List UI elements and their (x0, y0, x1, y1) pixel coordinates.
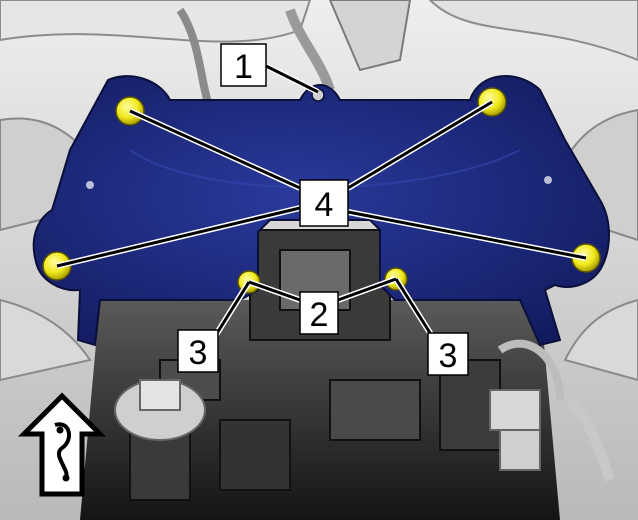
callout-2: 2 (299, 291, 339, 335)
callout-3-left-label: 3 (189, 334, 208, 372)
callout-3-right-label: 3 (439, 337, 458, 375)
callout-4: 4 (299, 179, 349, 227)
callout-1-label: 1 (234, 48, 253, 86)
callout-4-label: 4 (315, 186, 334, 224)
callout-3-right: 3 (427, 332, 469, 376)
callout-1: 1 (220, 43, 267, 87)
leader-lines (56, 63, 587, 340)
callout-2-label: 2 (310, 296, 329, 334)
callout-3-left: 3 (177, 329, 219, 373)
up-arrow-icon (17, 392, 107, 497)
